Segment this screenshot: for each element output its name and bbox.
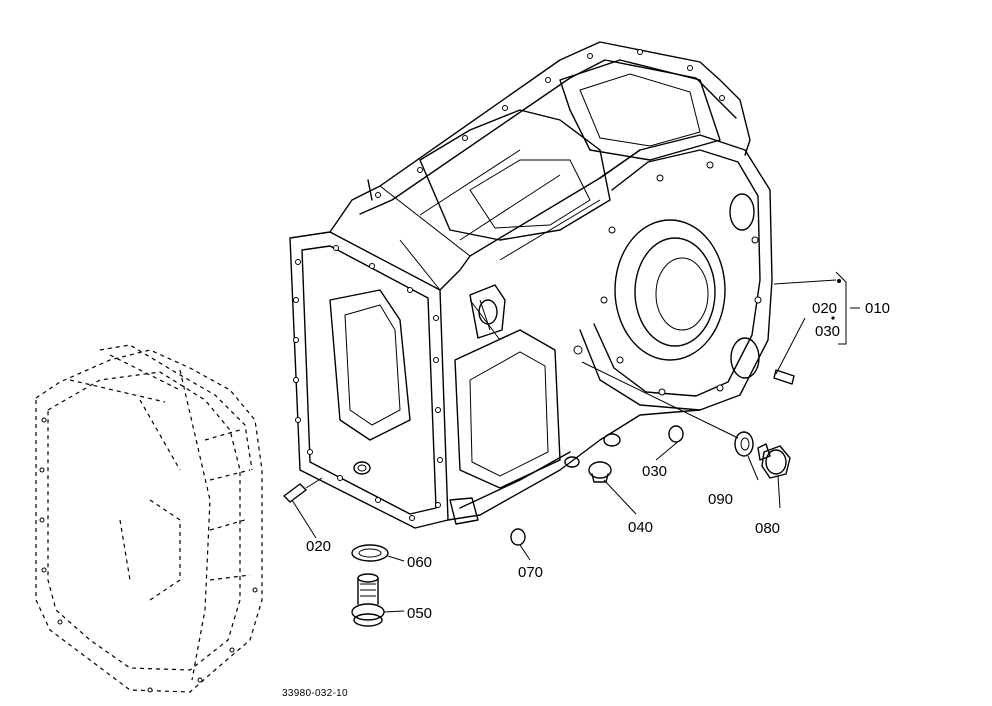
callout-060: 060 <box>407 554 432 571</box>
callout-020-upper: 020 <box>812 300 837 317</box>
plug-040 <box>588 461 637 515</box>
figure-code: 33980-032-10 <box>282 688 348 699</box>
front-housing-phantom <box>35 344 263 693</box>
callout-050: 050 <box>407 605 432 622</box>
callout-070: 070 <box>518 564 543 581</box>
plug-bolt-080 <box>757 443 791 509</box>
callout-080: 080 <box>755 520 780 537</box>
callout-040: 040 <box>628 519 653 536</box>
dowel-pin-020-left <box>283 477 323 539</box>
strainer-050 <box>351 573 405 627</box>
callout-030-lower: 030 <box>642 463 667 480</box>
callout-030-upper: 030 <box>815 323 840 340</box>
dowel-pin-020-right <box>773 317 806 385</box>
plug-070 <box>510 528 531 561</box>
washer-090 <box>581 361 759 481</box>
leader-lines-upper-right <box>773 271 860 345</box>
callout-020-lower: 020 <box>306 538 331 555</box>
plug-030 <box>655 425 684 461</box>
transmission-case <box>289 41 773 529</box>
callout-090: 090 <box>708 491 733 508</box>
callout-010: 010 <box>865 300 890 317</box>
seal-ring-060 <box>351 544 405 562</box>
